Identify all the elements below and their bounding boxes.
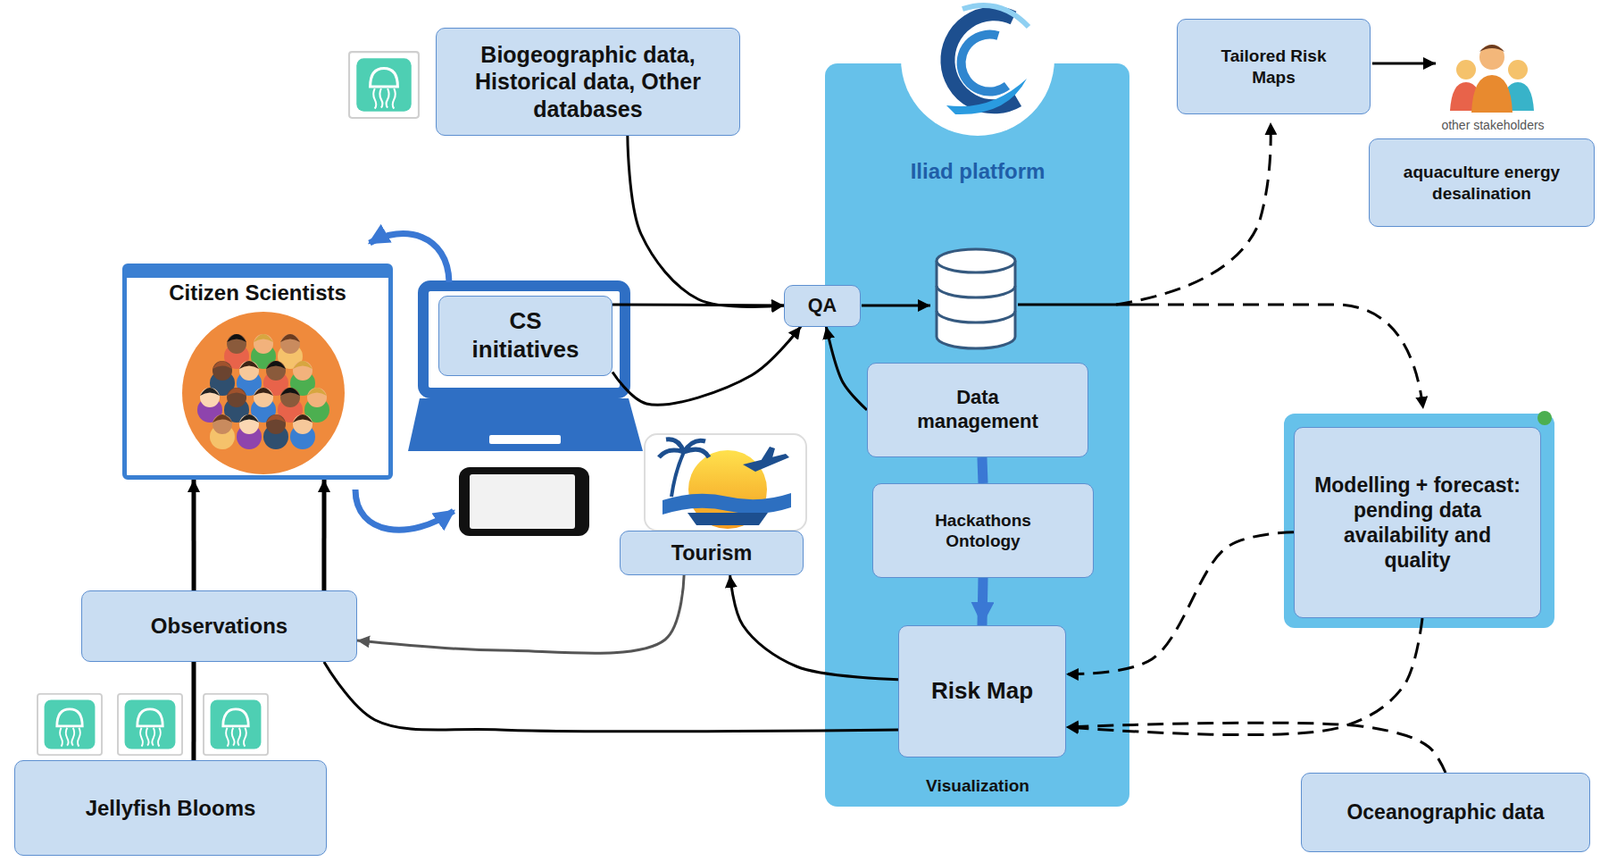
jellyfish-icon — [349, 51, 419, 118]
process-box: Data management — [866, 362, 1089, 458]
crowd-figure — [197, 333, 330, 450]
jellyfish-icon — [203, 693, 268, 755]
risk-map-box: Risk Map — [898, 625, 1067, 758]
node-text: Tourism — [671, 540, 753, 567]
screen-box: CS initiatives — [438, 295, 613, 376]
section-label: Visualization — [925, 775, 1030, 796]
node-text: Risk Map — [931, 676, 1034, 706]
caption-label: other stakeholders — [1441, 117, 1544, 133]
ocean-data-box: Oceanographic data — [1300, 772, 1591, 852]
node-text: Hackathons Ontology — [916, 509, 1050, 551]
stakeholder-box: aquaculture energy desalination — [1368, 138, 1595, 227]
connector — [191, 479, 196, 591]
flow-arrow — [861, 304, 931, 308]
node-text: Biogeographic data, Historical data, Oth… — [454, 41, 723, 124]
bloom-box: Jellyfish Blooms — [14, 759, 327, 856]
jellyfish-icon — [117, 693, 183, 755]
node-text: Citizen Scientists — [165, 279, 350, 306]
process-box: Hackathons Ontology — [872, 483, 1094, 578]
iliad-logo — [900, 0, 1055, 136]
output-box: Tailored Risk Maps — [1176, 18, 1371, 115]
dashed-flow — [1116, 122, 1271, 305]
phone-icon — [458, 466, 590, 536]
node-text: Oceanographic data — [1346, 799, 1544, 825]
laptop-icon — [408, 285, 643, 451]
model-panel — [1283, 413, 1555, 628]
connector — [357, 575, 684, 653]
platform-title: Iliad platform — [910, 158, 1046, 184]
jellyfish-icon — [37, 693, 102, 755]
node-text: Modelling + forecast: pending data avail… — [1308, 472, 1527, 573]
dashed-connector — [1066, 722, 1446, 773]
model-box: Modelling + forecast: pending data avail… — [1293, 426, 1542, 618]
platform-band — [825, 63, 1130, 807]
node-text: CS initiatives — [458, 307, 593, 364]
tourism-box: Tourism — [619, 530, 804, 575]
status-dot — [1537, 410, 1552, 425]
connector — [612, 326, 801, 406]
flow-arrow — [1372, 62, 1436, 66]
dashed-connector — [1066, 532, 1294, 675]
qa-box: QA — [783, 284, 861, 327]
dashed-connector — [1066, 617, 1423, 735]
node-text: Jellyfish Blooms — [85, 794, 257, 821]
connector — [627, 135, 784, 307]
source-box: Biogeographic data, Historical data, Oth… — [435, 27, 741, 136]
platform-band: Data managementHackathons OntologyRisk M… — [825, 63, 1130, 807]
stakeholders-icon — [1450, 44, 1534, 113]
observation-box: Observations — [81, 590, 358, 662]
tourism-icon — [644, 433, 807, 531]
connector — [730, 575, 899, 680]
connector — [825, 326, 867, 411]
window-ground — [122, 263, 393, 480]
connector — [321, 479, 326, 591]
dashed-flow — [1142, 304, 1424, 409]
cycle-arrow — [355, 489, 454, 530]
node-text: Tailored Risk Maps — [1200, 45, 1348, 87]
window-box: Citizen Scientists — [122, 263, 393, 480]
node-text: aquaculture energy desalination — [1379, 161, 1585, 203]
node-text: Data management — [897, 385, 1059, 434]
connector — [612, 304, 784, 306]
node-text: QA — [808, 293, 837, 317]
node-text: Observations — [150, 612, 288, 639]
database-icon — [936, 249, 1016, 349]
connector — [324, 661, 899, 732]
crowd-circle — [182, 311, 345, 475]
flow-bar — [982, 457, 984, 484]
flow-bar — [982, 577, 984, 625]
